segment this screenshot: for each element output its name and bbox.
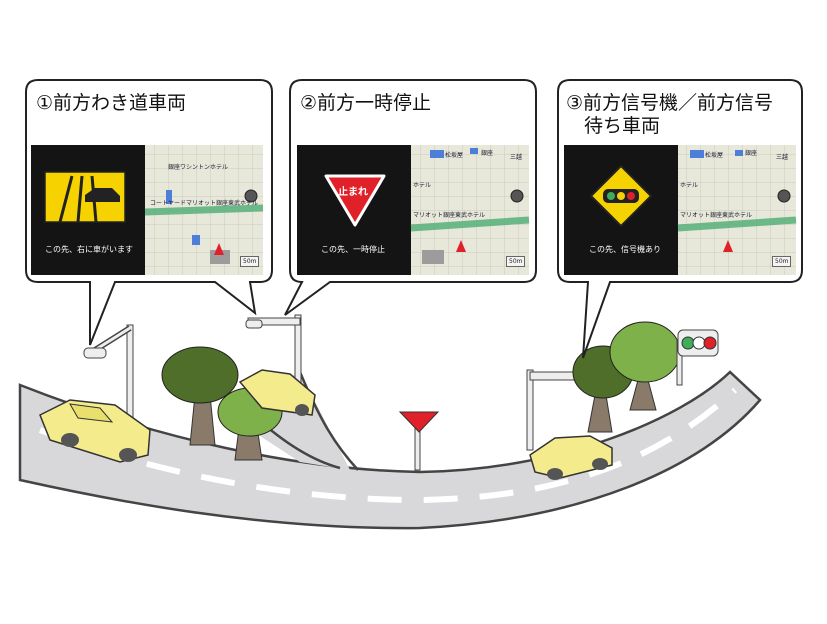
car-right <box>529 435 613 480</box>
callout-2-map-label-5: マリオット銀座東武ホテル <box>413 212 486 219</box>
traffic-light-pole <box>676 329 719 386</box>
callout-3-title-line-1: ③前方信号機／前方信号 <box>566 92 774 114</box>
callout-3-map-label-5: マリオット銀座東武ホテル <box>680 212 753 219</box>
side-road-warning-icon <box>44 171 126 223</box>
nav-screen-3 <box>564 145 797 275</box>
traffic-signal-warning-icon <box>589 164 653 228</box>
nav-screen-2 <box>297 145 530 275</box>
nav-screen-1 <box>31 145 264 275</box>
callout-2-scale: 50m <box>506 256 526 267</box>
callout-3-scale: 50m <box>772 256 792 267</box>
callout-2-map-label-2: 銀座 <box>481 150 494 157</box>
callout-3-map-label-4: ホテル <box>680 182 699 189</box>
callout-2-map-label-1: 松坂屋 <box>445 152 464 159</box>
tree-dark-left <box>161 346 239 446</box>
street-light-left <box>83 324 134 421</box>
stop-sign-text: 止まれ <box>338 187 368 198</box>
callout-1-map-label-2: コートヤードマリオット銀座東武ホテル <box>150 200 259 207</box>
callout-1-scale: 50m <box>240 256 260 267</box>
callout-3-map-label-3: 三越 <box>776 154 789 161</box>
stop-sign-pole <box>398 411 440 471</box>
callout-2-caption: この先、一時停止 <box>321 245 385 254</box>
callout-2-title: ②前方一時停止 <box>300 92 432 114</box>
callout-3-map-label-1: 松坂屋 <box>705 152 724 159</box>
callout-2-map-label-4: ホテル <box>413 182 432 189</box>
car-side-road <box>238 369 316 416</box>
stop-sign-icon <box>324 174 386 227</box>
callout-1-caption: この先、右に車がいます <box>45 245 133 254</box>
car-left <box>39 399 151 463</box>
callout-3-map-label-2: 銀座 <box>745 150 758 157</box>
callout-2-map-label-3: 三越 <box>510 154 523 161</box>
callout-3-caption: この先、信号機あり <box>589 245 661 254</box>
callout-1-map-label-1: 銀座ワシントンホテル <box>168 164 229 171</box>
tree-light-right <box>609 321 681 411</box>
callout-3-title-line-2: 待ち車両 <box>584 115 661 137</box>
callout-1-title: ①前方わき道車両 <box>36 92 187 114</box>
